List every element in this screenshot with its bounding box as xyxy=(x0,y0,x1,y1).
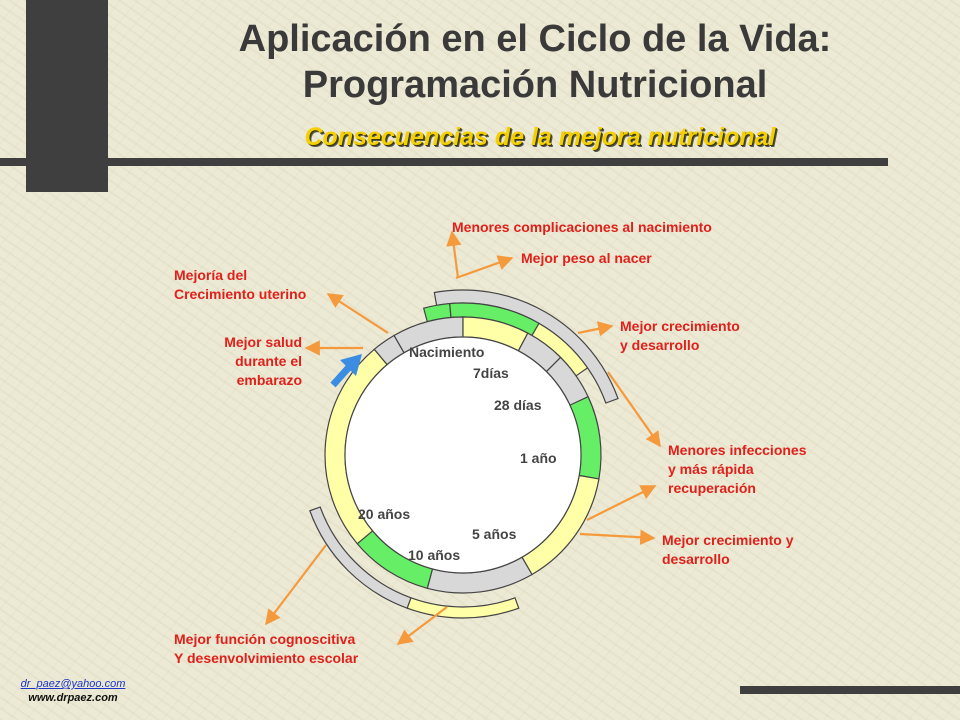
stage-label-1ano: 1 año xyxy=(520,450,557,466)
outcome-crecimiento-uterino: Mejoría del Crecimiento uterino xyxy=(174,267,307,302)
arrow-complicaciones xyxy=(446,230,462,279)
stage-label-28dias: 28 días xyxy=(494,397,542,413)
ring-outer-arc-childhood xyxy=(406,597,520,619)
arrow-recuperacion xyxy=(586,485,657,521)
decorative-top-line xyxy=(0,158,888,166)
title-line-1: Aplicación en el Ciclo de la Vida: xyxy=(238,18,832,60)
outcome-crecimiento-desarrollo-b: Mejor crecimiento y desarrollo xyxy=(662,532,794,567)
footer: dr_paez@yahoo.com www.drpaez.com xyxy=(8,677,138,705)
decorative-bottom-line xyxy=(740,686,960,694)
arrow-crecimiento-uterino xyxy=(326,293,389,334)
arrow-crecimiento-desarrollo-b xyxy=(579,529,656,545)
outcome-peso: Mejor peso al nacer xyxy=(521,250,652,266)
title-line-2: Programación Nutricional xyxy=(302,64,768,106)
life-cycle-rings xyxy=(309,289,619,619)
stage-label-20anos: 20 años xyxy=(358,506,410,522)
page-subtitle: Consecuencias de la mejora nutricional xyxy=(304,123,776,151)
ring-stage-labels: Nacimiento 7días 28 días 1 año 20 años 5… xyxy=(358,344,557,563)
arrow-infecciones xyxy=(607,371,661,448)
outcome-infecciones: Menores infecciones y más rápida recuper… xyxy=(668,442,807,496)
ring-center xyxy=(344,336,582,574)
arrow-cognoscitiva xyxy=(265,544,327,626)
arrow-crecimiento-desarrollo xyxy=(577,321,614,337)
footer-website: www.drpaez.com xyxy=(28,692,118,704)
footer-email-link[interactable]: dr_paez@yahoo.com xyxy=(20,678,126,690)
stage-label-5anos: 5 años xyxy=(472,526,517,542)
stage-label-7dias: 7días xyxy=(473,365,509,381)
pointer-arrow-icon xyxy=(330,354,362,388)
outcome-arrows xyxy=(265,230,661,645)
stage-label-10anos: 10 años xyxy=(408,547,460,563)
ring-outer-arc-youth xyxy=(309,506,412,609)
outcome-salud-embarazo: Mejor salud durante el embarazo xyxy=(224,334,302,388)
arrow-escolar xyxy=(396,606,448,645)
outcome-crecimiento-desarrollo: Mejor crecimiento y desarrollo xyxy=(620,318,740,353)
outcome-cognoscitiva: Mejor función cognoscitiva Y desenvolvim… xyxy=(174,631,359,666)
arrow-peso xyxy=(455,255,514,280)
outcome-complicaciones: Menores complicaciones al nacimiento xyxy=(452,219,712,235)
stage-label-nacimiento: Nacimiento xyxy=(409,344,484,360)
page-title: Aplicación en el Ciclo de la Vida: Progr… xyxy=(150,16,920,108)
